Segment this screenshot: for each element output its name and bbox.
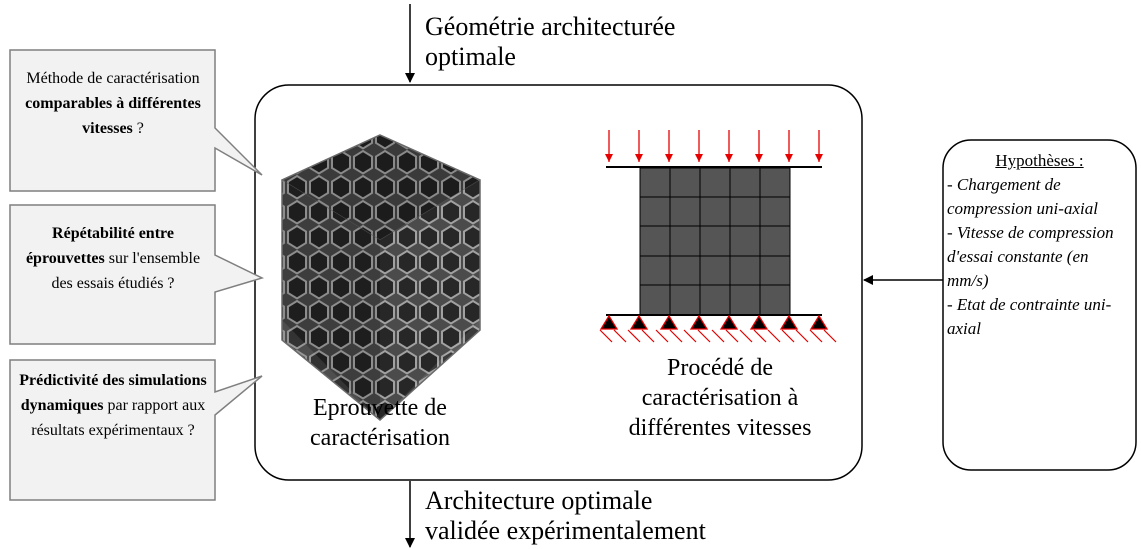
output-label-line1: Architecture optimale — [425, 486, 653, 515]
callout-1-text: Méthode de caractérisation — [26, 70, 200, 87]
load-arrows — [605, 130, 823, 162]
input-label-line2: optimale — [425, 42, 516, 71]
hypotheses-box — [942, 139, 1137, 471]
callout-2-bold: Répétabilité entre éprouvettes — [25, 225, 174, 267]
compression-mesh — [639, 167, 791, 316]
lattice-cube-image — [280, 134, 482, 421]
specimen-label-line1: Eprouvette de — [313, 395, 447, 421]
hypothesis-item-2: - Vitesse de compression d'essai constan… — [947, 223, 1114, 290]
callout-box-1 — [9, 49, 263, 192]
callout-box-2 — [9, 204, 265, 345]
input-label-line1: Géométrie architecturée — [425, 12, 676, 41]
hypotheses-title: Hypothèses : — [995, 151, 1084, 170]
callout-3-suffix: par rapport aux résultats expérimentaux … — [31, 397, 206, 439]
callout-text-1: Méthode de caractérisation comparables à… — [16, 66, 210, 141]
hypotheses-content: Hypothèses : - Chargement de compression… — [947, 149, 1132, 341]
process-label-line1: Procédé de — [667, 355, 773, 381]
specimen-label-line2: caractérisation — [310, 425, 450, 451]
process-label-line2: caractérisation à — [641, 385, 799, 411]
callout-1-bold: comparables à différentes vitesses — [25, 95, 201, 137]
hypothesis-item-1: - Chargement de compression uni-axial — [947, 175, 1098, 218]
input-label: Géométrie architecturée optimale — [425, 12, 675, 72]
callout-2-suffix: sur l'ensemble des essais étudiés ? — [51, 250, 201, 292]
callout-1-suffix: ? — [132, 120, 144, 137]
output-label: Architecture optimale validée expériment… — [425, 486, 706, 546]
support-triangles — [599, 314, 829, 330]
specimen-label: Eprouvette de caractérisation — [290, 393, 470, 453]
callout-3-bold: Prédictivité des simulations dynamiques — [19, 372, 207, 414]
hypothesis-item-3: - Etat de contrainte uni-axial — [947, 295, 1112, 338]
process-label-line3: différentes vitesses — [628, 415, 812, 441]
main-process-box — [254, 84, 863, 481]
output-label-line2: validée expérimentalement — [425, 516, 706, 545]
process-label: Procédé de caractérisation à différentes… — [600, 353, 840, 443]
support-hatching — [599, 329, 837, 343]
callout-text-2: Répétabilité entre éprouvettes sur l'ens… — [16, 221, 210, 296]
callout-text-3: Prédictivité des simulations dynamiques … — [16, 368, 210, 443]
callout-box-3 — [9, 359, 263, 501]
